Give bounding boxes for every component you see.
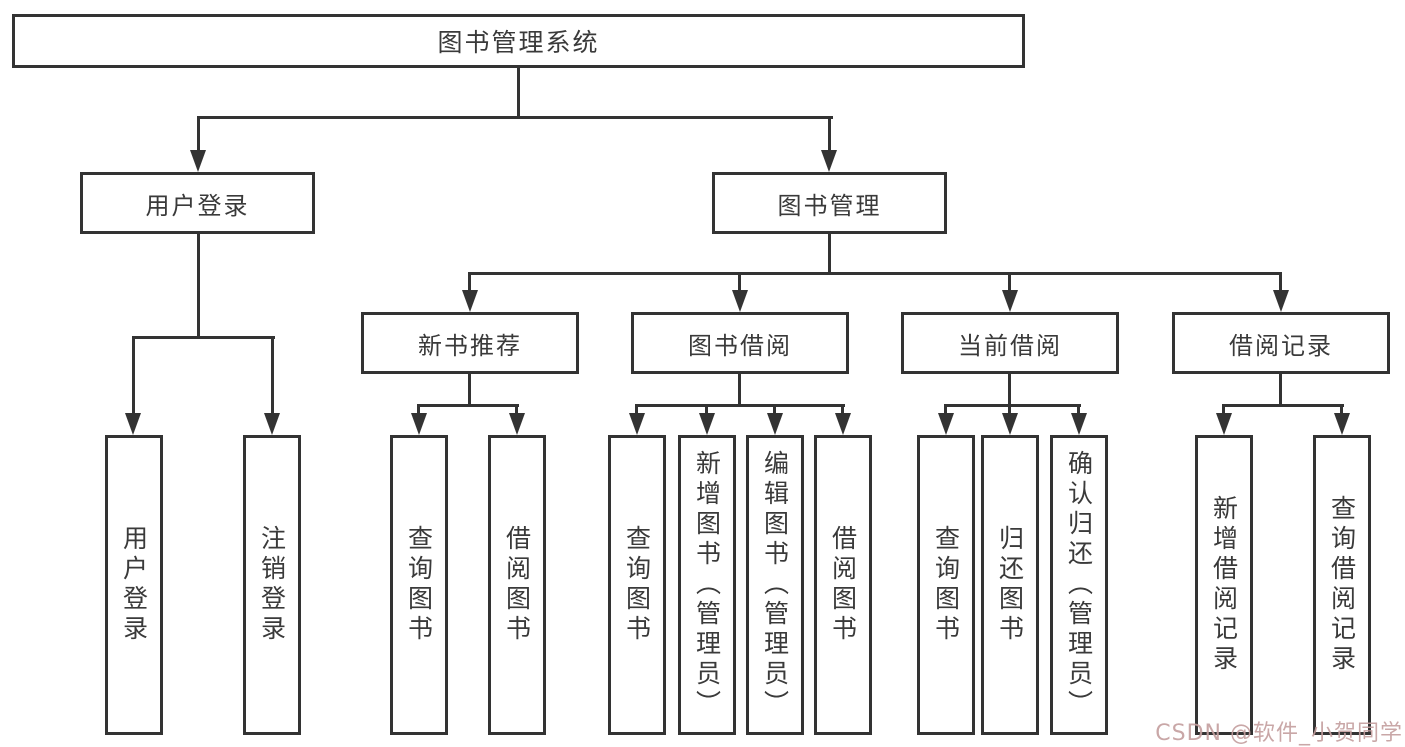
node-label: 用户登录 [145, 191, 250, 220]
connector-book-mgmt-stem [828, 232, 831, 274]
connector-book-mgmt-drop [828, 116, 831, 152]
arrowhead-current [1002, 290, 1018, 312]
connector-new-book-drop [468, 272, 471, 292]
arrowhead [938, 413, 954, 435]
arrowhead-borrow [732, 290, 748, 312]
connector-drop [841, 404, 844, 414]
connector-new-book-rail [417, 404, 519, 407]
connector-record-stem [1279, 372, 1282, 406]
connector-drop [1340, 404, 1343, 414]
connector-drop [773, 404, 776, 414]
connector-drop [635, 404, 638, 414]
arrowhead-new-book [462, 290, 478, 312]
connector-level1-rail [197, 116, 833, 119]
arrowhead-login [125, 413, 141, 435]
node-logout: 注销登录 [243, 435, 301, 735]
node-user-login-branch: 用户登录 [80, 172, 315, 234]
node-query-books-recommend: 查询图书 [390, 435, 448, 735]
connector-user-login-stem [197, 232, 200, 338]
connector-drop [705, 404, 708, 414]
connector-current-stem [1008, 372, 1011, 406]
connector-borrow-stem [738, 372, 741, 406]
node-current-borrowing: 当前借阅 [901, 312, 1119, 374]
node-label: 查询图书 [622, 525, 652, 645]
node-user-login: 用户登录 [105, 435, 163, 735]
node-book-management-branch: 图书管理 [712, 172, 947, 234]
node-book-borrowing: 图书借阅 [631, 312, 849, 374]
connector-logout-drop [271, 336, 274, 414]
node-add-books-admin: 新增图书（管理员） [678, 435, 736, 735]
node-label: 图书管理 [777, 191, 882, 220]
arrowhead-user-login [190, 150, 206, 172]
node-query-books-borrowing: 查询图书 [608, 435, 666, 735]
node-label: 新增图书（管理员） [692, 450, 722, 720]
arrowhead [835, 413, 851, 435]
node-borrow-books-recommend: 借阅图书 [488, 435, 546, 735]
arrowhead [1002, 413, 1018, 435]
arrowhead [1334, 413, 1350, 435]
connector-new-book-stem [468, 372, 471, 406]
connector-login-drop [132, 336, 135, 414]
node-query-books-current: 查询图书 [917, 435, 975, 735]
connector-user-login-drop [197, 116, 200, 152]
connector-drop [515, 404, 518, 414]
connector-record-drop [1279, 272, 1282, 292]
connector-level2-rail [468, 272, 1281, 275]
connector-root-stem [517, 68, 520, 118]
node-label: 查询图书 [404, 525, 434, 645]
node-new-book-recommendation: 新书推荐 [361, 312, 579, 374]
node-return-books: 归还图书 [981, 435, 1039, 735]
node-confirm-return-admin: 确认归还（管理员） [1050, 435, 1108, 735]
arrowhead [629, 413, 645, 435]
node-label: 图书管理系统 [437, 28, 600, 57]
arrowhead [767, 413, 783, 435]
node-borrow-books: 借阅图书 [814, 435, 872, 735]
node-label: 图书借阅 [688, 331, 792, 360]
arrowhead [699, 413, 715, 435]
node-label: 新书推荐 [418, 331, 522, 360]
node-label: 注销登录 [257, 525, 287, 645]
csdn-watermark: CSDN @软件_小贺同学 [1155, 721, 1403, 746]
node-query-borrow-record: 查询借阅记录 [1313, 435, 1371, 735]
connector-current-rail [944, 404, 1081, 407]
connector-drop [1077, 404, 1080, 414]
node-edit-books-admin: 编辑图书（管理员） [746, 435, 804, 735]
connector-drop [1222, 404, 1225, 414]
node-label: 查询借阅记录 [1327, 495, 1357, 675]
node-label: 当前借阅 [958, 331, 1062, 360]
node-label: 借阅图书 [828, 525, 858, 645]
connector-drop [417, 404, 420, 414]
arrowhead-book-mgmt [821, 150, 837, 172]
connector-borrow-drop [738, 272, 741, 292]
node-label: 借阅记录 [1229, 331, 1333, 360]
node-label: 归还图书 [995, 525, 1025, 645]
connector-drop [944, 404, 947, 414]
node-label: 查询图书 [931, 525, 961, 645]
node-label: 编辑图书（管理员） [760, 450, 790, 720]
arrowhead-record [1273, 290, 1289, 312]
connector-borrow-rail [635, 404, 845, 407]
node-borrowing-records: 借阅记录 [1172, 312, 1390, 374]
arrowhead [509, 413, 525, 435]
arrowhead-logout [264, 413, 280, 435]
node-label: 新增借阅记录 [1209, 495, 1239, 675]
connector-user-login-rail [132, 336, 275, 339]
node-label: 确认归还（管理员） [1064, 450, 1094, 720]
connector-current-drop [1008, 272, 1011, 292]
node-add-borrow-record: 新增借阅记录 [1195, 435, 1253, 735]
connector-drop [1008, 404, 1011, 414]
node-library-management-system: 图书管理系统 [12, 14, 1025, 68]
arrowhead [411, 413, 427, 435]
node-label: 用户登录 [119, 525, 149, 645]
arrowhead [1216, 413, 1232, 435]
node-label: 借阅图书 [502, 525, 532, 645]
connector-record-rail [1222, 404, 1344, 407]
arrowhead [1071, 413, 1087, 435]
